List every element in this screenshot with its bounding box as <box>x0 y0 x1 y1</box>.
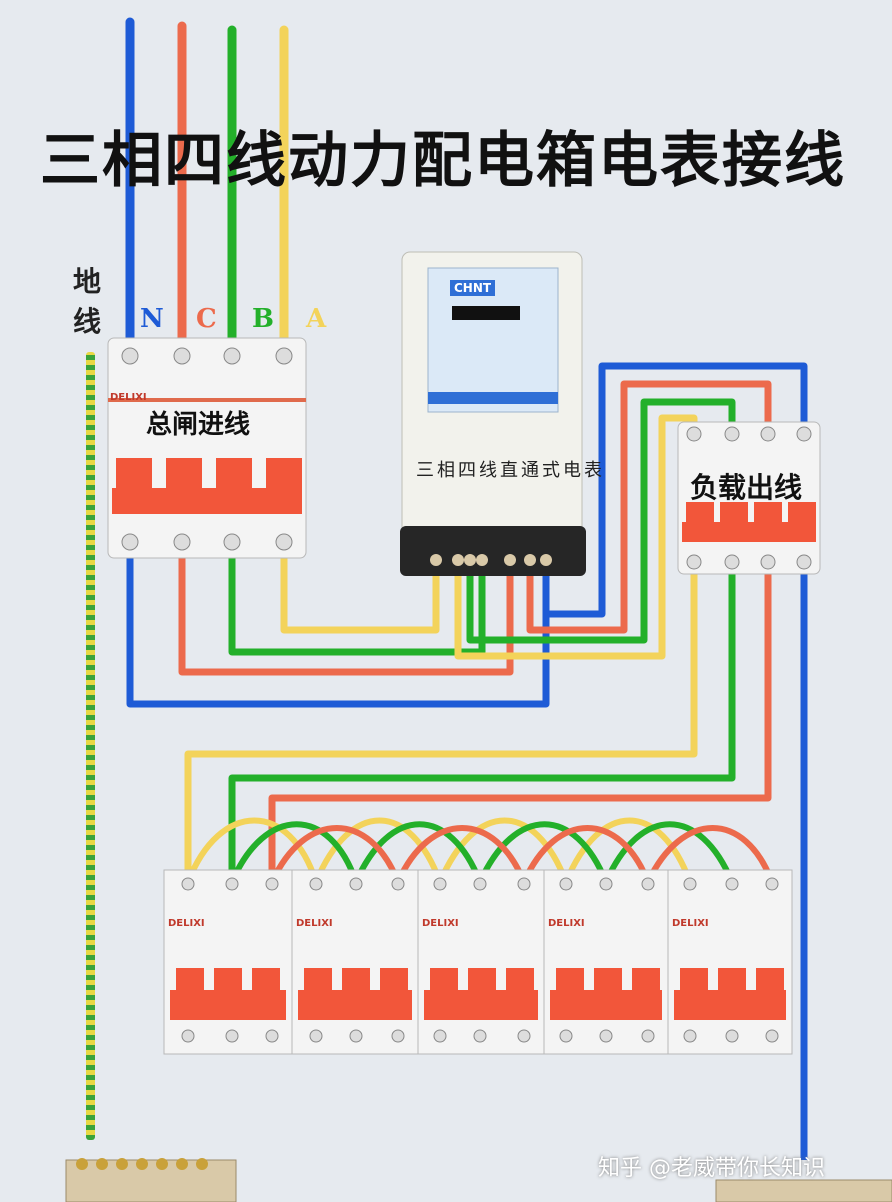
watermark: 知乎 @老威带你长知识 <box>598 1156 825 1181</box>
ground-busbar-screws <box>76 1158 208 1170</box>
branch-breaker-5 <box>667 869 793 1055</box>
branch-breaker-1-brand: DELIXI <box>168 918 205 929</box>
meter-to-load-c <box>526 380 772 634</box>
bridge-wires <box>185 817 775 884</box>
load-to-branch-b <box>228 560 736 882</box>
main-to-meter-b <box>228 545 486 656</box>
neutral-busbar <box>715 1179 892 1202</box>
meter-to-load-n <box>542 362 808 618</box>
load-to-branch-a <box>184 560 698 882</box>
meter-brand-logo: CHNT <box>450 280 496 296</box>
energy-meter <box>400 251 586 576</box>
branch-breakers <box>163 869 793 1055</box>
branch-breaker-5-brand: DELIXI <box>672 918 709 929</box>
ground-label: 地线 <box>72 265 101 338</box>
load-switch-label: 负载出线 <box>690 471 803 504</box>
branch-breaker-3-brand: DELIXI <box>422 918 459 929</box>
phase-a-label: A <box>306 304 327 334</box>
meter-label: 三相四线直通式电表 <box>416 460 605 481</box>
ground-wire <box>86 352 95 1140</box>
main-switch-label: 总闸进线 <box>146 410 251 440</box>
meter-to-load-a <box>454 414 698 660</box>
branch-breaker-1 <box>163 869 293 1055</box>
main-to-meter-a <box>280 545 440 634</box>
load-to-branch-c <box>268 560 772 882</box>
load-switch <box>677 421 821 575</box>
branch-breaker-4 <box>543 869 669 1055</box>
ground-busbar <box>65 1159 237 1202</box>
meter-to-load-b <box>466 398 736 644</box>
branch-breaker-2-brand: DELIXI <box>296 918 333 929</box>
phase-b-label: B <box>252 304 274 334</box>
branch-terminals <box>181 877 779 1043</box>
main-to-meter-c <box>178 545 514 676</box>
phase-n-label: N <box>140 304 164 334</box>
main-switch-brand: DELIXI <box>110 392 147 403</box>
phase-c-label: C <box>196 304 217 334</box>
branch-breaker-3 <box>417 869 545 1055</box>
branch-breaker-2 <box>291 869 419 1055</box>
page-title: 三相四线动力配电箱电表接线 <box>40 126 846 196</box>
main-switch <box>107 337 307 559</box>
branch-breaker-4-brand: DELIXI <box>548 918 585 929</box>
